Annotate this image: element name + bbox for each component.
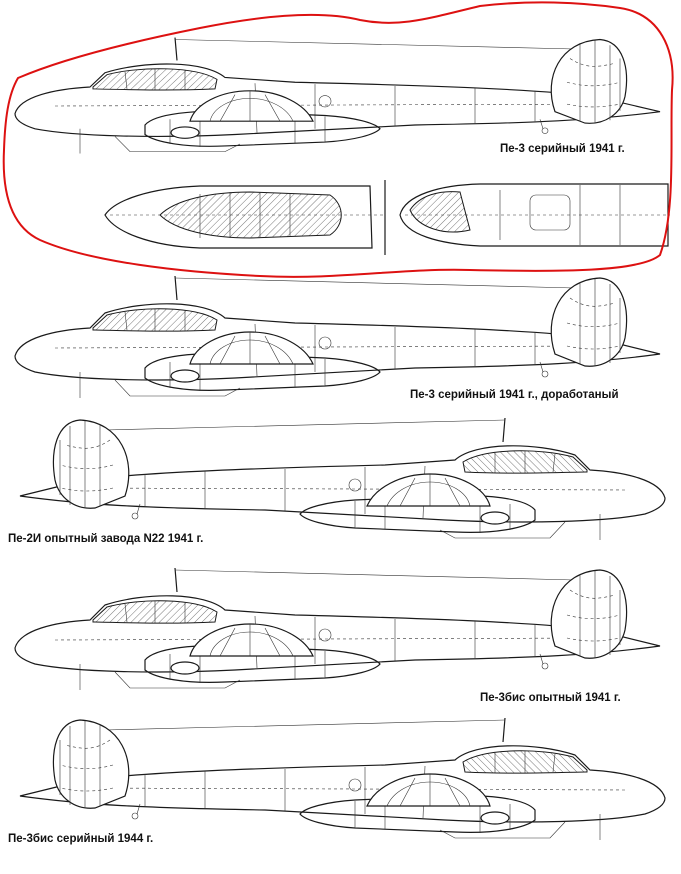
caption-pe3-serial-1941-modified: Пе-3 серийный 1941 г., доработаный <box>410 389 619 401</box>
profile-pe3bis-serial-1944 <box>20 718 665 840</box>
caption-pe3bis-serial-1944: Пе-3бис серийный 1944 г. <box>8 833 154 845</box>
profile-pe3-serial-1941-modified <box>14 275 661 399</box>
profile-pe3-serial-1941 <box>2 1 674 278</box>
profile-pe3bis-prototype-1941 <box>14 567 661 691</box>
caption-pe2i-prototype-1941: Пе-2И опытный завода N22 1941 г. <box>8 533 204 545</box>
caption-pe3-serial-1941: Пе-3 серийный 1941 г. <box>500 143 625 155</box>
profile-pe2i-prototype-1941 <box>20 418 665 540</box>
caption-pe3bis-prototype-1941: Пе-3бис опытный 1941 г. <box>480 692 621 704</box>
highlight-outline <box>2 1 674 278</box>
